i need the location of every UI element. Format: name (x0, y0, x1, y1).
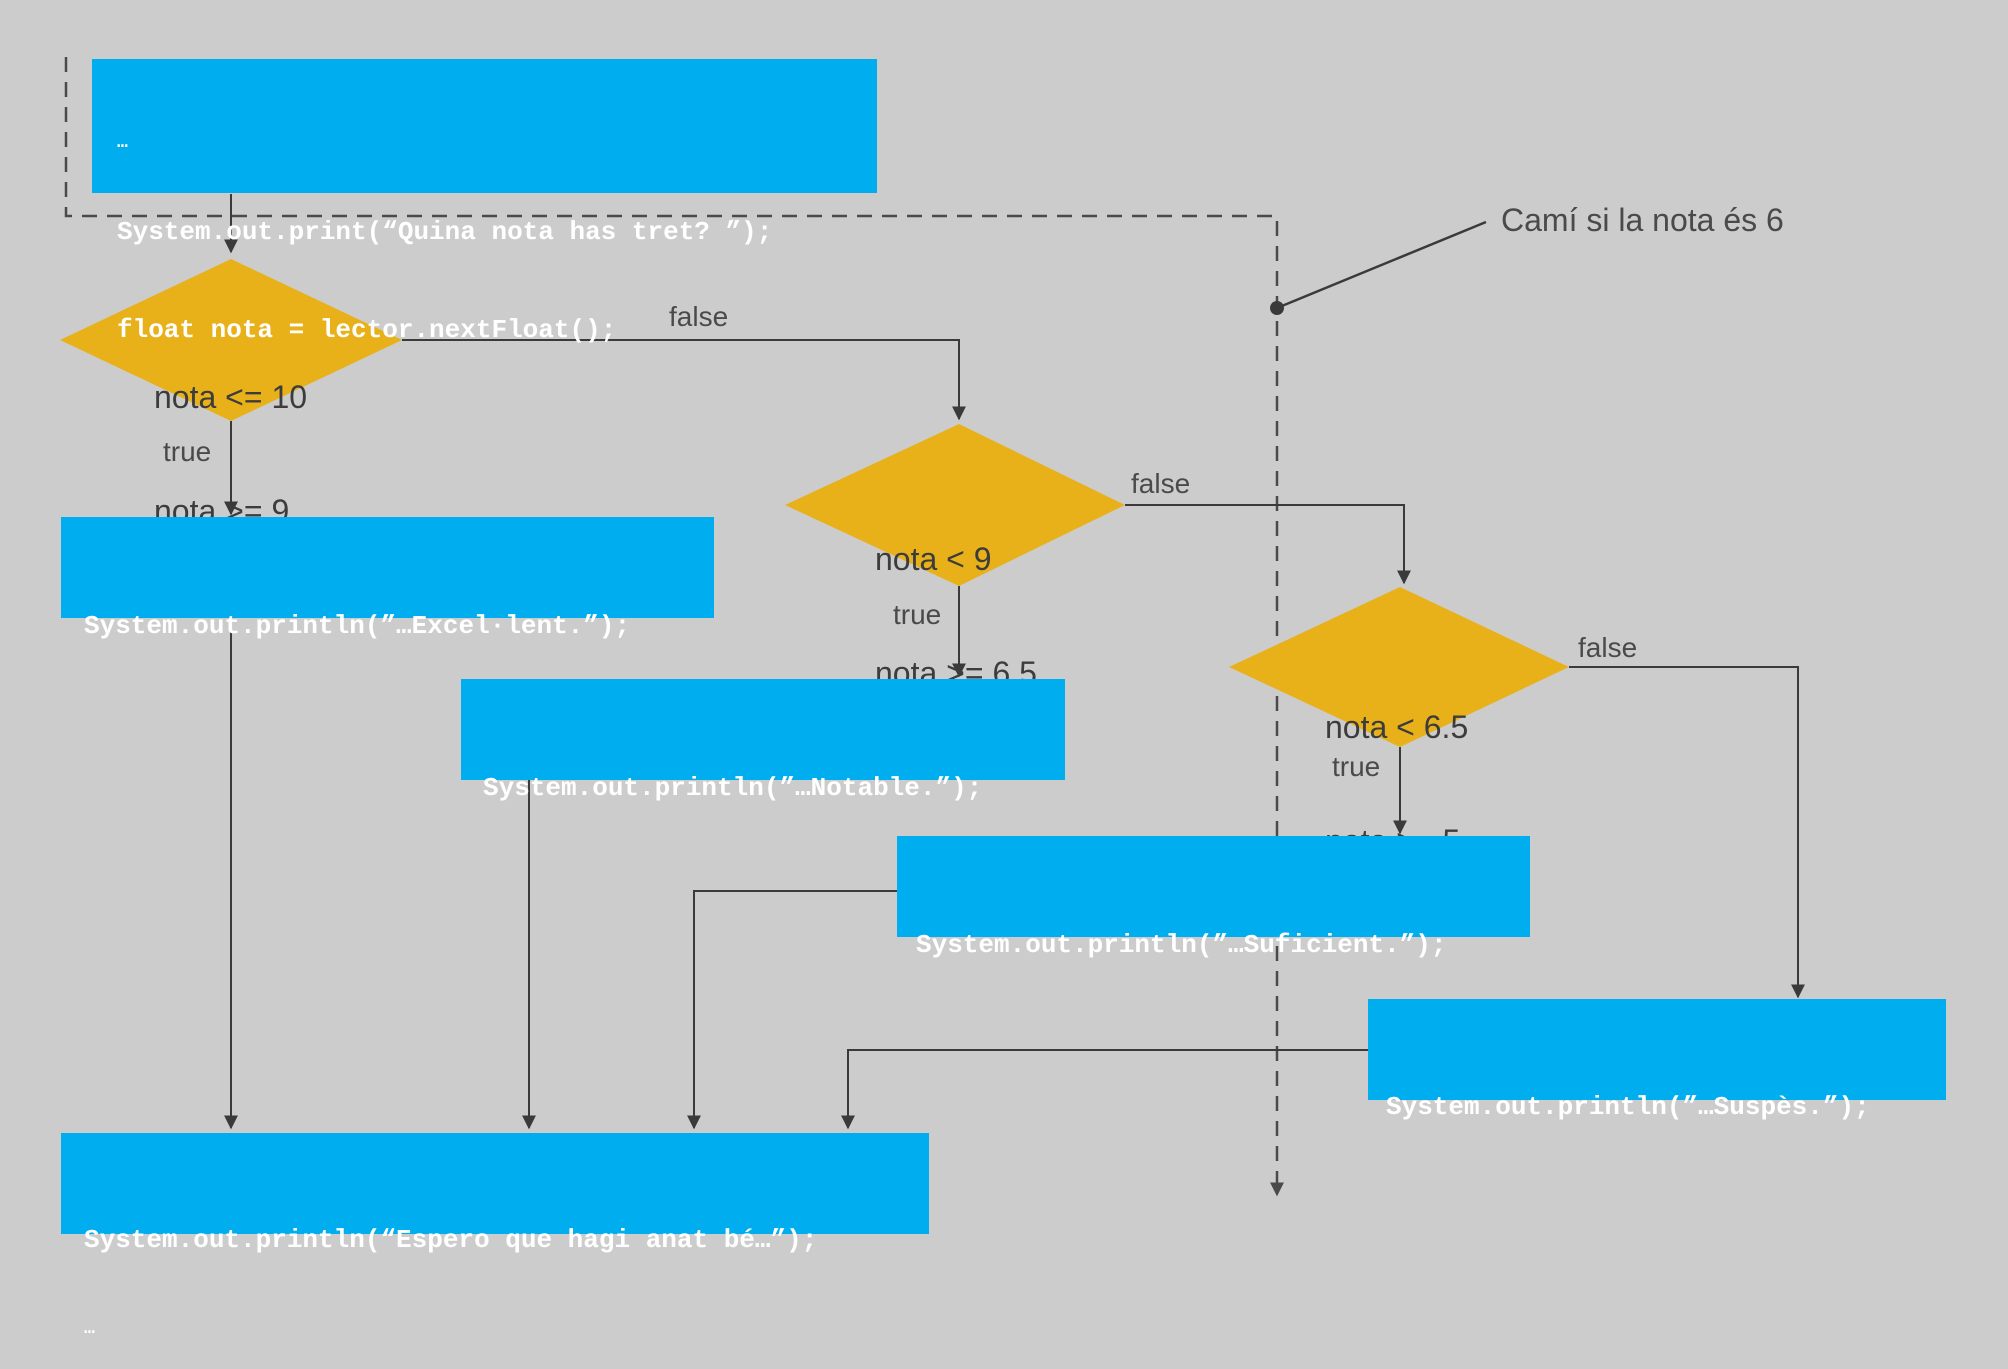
decision-diamond-3 (1229, 587, 1569, 747)
output-box-suficient: System.out.println(”…Suficient.”); (897, 836, 1530, 960)
start-code-box: … System.out.print(“Quina nota has tret?… (92, 59, 877, 345)
end-code-box: System.out.println(“Espero que hagi anat… (61, 1133, 929, 1339)
annotation-pointer-dot (1270, 301, 1284, 315)
output-box-excellent: System.out.println(”…Excel·lent.”); (61, 517, 714, 641)
start-ellipsis: … (117, 133, 128, 153)
output-box-suspes: System.out.println(”…Suspès.”); (1368, 999, 1946, 1122)
output-notable-code: System.out.println(”…Notable.”); (483, 773, 983, 803)
decision-diamond-2 (785, 424, 1125, 586)
connector-suspes-to-end (841, 1049, 1368, 1130)
edge-label-true-1: true (163, 436, 212, 467)
output-suspes-code: System.out.println(”…Suspès.”); (1386, 1092, 1870, 1122)
path-annotation: Camí si la nota és 6 (1501, 202, 1784, 238)
end-ellipsis: … (84, 1319, 95, 1339)
flowchart-canvas (60, 57, 1805, 1197)
decision-1-line-1: nota <= 10 (154, 379, 308, 415)
decision-diamond-1 (60, 259, 402, 421)
edge-label-false-3: false (1578, 632, 1638, 663)
end-code-line-1: System.out.println(“Espero que hagi anat… (84, 1225, 818, 1255)
edge-label-false-2: false (1131, 468, 1191, 499)
decision-2-line-1: nota < 9 (875, 541, 992, 577)
output-suficient-code: System.out.println(”…Suficient.”); (916, 930, 1447, 960)
annotation-pointer-line (1276, 220, 1487, 310)
connector-decision2-false (1125, 504, 1411, 585)
connector-decision1-false (402, 339, 966, 421)
start-code-line-1: System.out.print(“Quina nota has tret? ”… (117, 217, 773, 247)
connector-decision3-false (1569, 666, 1805, 999)
start-code-line-2: float nota = lector.nextFloat(); (117, 315, 617, 345)
output-box-notable: System.out.println(”…Notable.”); (461, 679, 1065, 803)
edge-label-true-2: true (893, 599, 942, 630)
decision-3-line-1: nota < 6.5 (1325, 709, 1469, 745)
output-excellent-code: System.out.println(”…Excel·lent.”); (84, 611, 631, 641)
dashed-path-line (64, 57, 1284, 1197)
edge-label-false-1: false (669, 301, 729, 332)
edge-label-true-3: true (1332, 751, 1381, 782)
connector-suficient-to-end (687, 890, 897, 1130)
